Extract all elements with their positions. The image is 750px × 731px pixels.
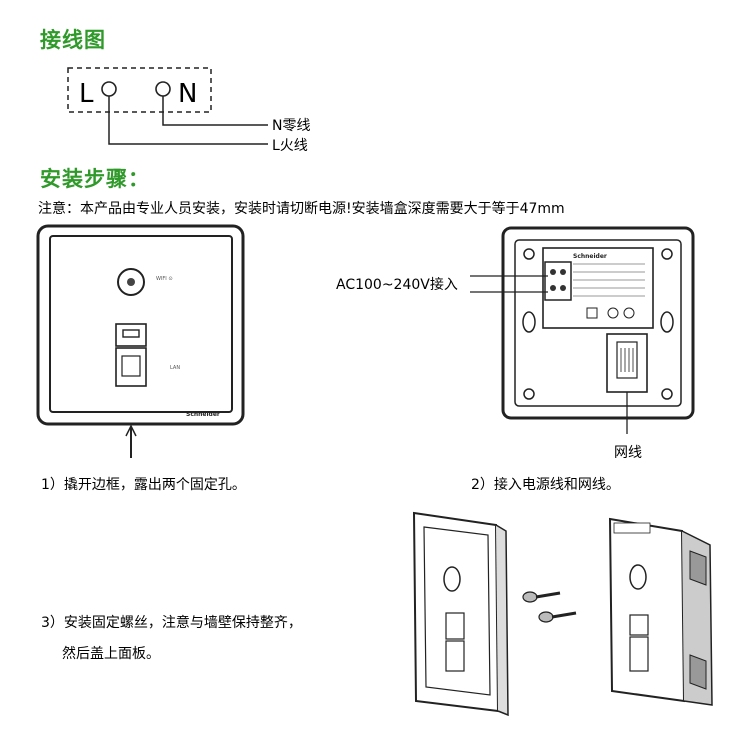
terminal-l-screw <box>101 81 117 97</box>
live-wire <box>108 96 268 145</box>
install-note: 注意：本产品由专业人员安装，安装时请切断电源!安装墙盒深度需要大于等于47mm <box>38 201 565 217</box>
ac-pointer <box>470 275 548 293</box>
indicator-dot <box>127 278 135 286</box>
step3-caption-line2: 然后盖上面板。 <box>62 646 160 662</box>
terminal-box <box>67 67 212 113</box>
wiring-title: 接线图 <box>40 28 106 52</box>
terminal-n-screw <box>155 81 171 97</box>
step2-caption: 2）接入电源线和网线。 <box>471 477 620 493</box>
screwdriver-tip <box>125 424 137 437</box>
terminal-l: L <box>79 79 94 109</box>
neutral-wire <box>162 96 268 126</box>
brand-logo-back: Schneider <box>573 253 607 260</box>
panel-small-text: WIFI ⊙ <box>156 276 173 282</box>
neutral-label: N零线 <box>272 118 310 134</box>
base-unit <box>608 517 686 703</box>
terminal-n: N <box>178 79 197 109</box>
step3-caption-line1: 3）安装固定螺丝，注意与墙壁保持整齐， <box>41 615 302 631</box>
live-label: L火线 <box>272 138 308 154</box>
network-cable-label: 网线 <box>614 445 642 461</box>
usb-slot <box>122 329 140 338</box>
brand-logo-small: Schneider <box>186 411 220 418</box>
lan-port-label: LAN <box>170 365 180 371</box>
power-terminal-block <box>544 261 572 301</box>
step1-panel-illustration: WIFI ⊙ LAN Schneider <box>36 224 245 458</box>
screw-1 <box>522 591 561 603</box>
cover-panel <box>412 511 500 713</box>
install-title: 安装步骤： <box>40 167 150 191</box>
ac-input-label: AC100~240V接入 <box>336 277 458 293</box>
step2-back-illustration: Schneider <box>501 226 695 434</box>
screw-2 <box>538 611 577 623</box>
lan-jack <box>121 355 141 377</box>
step3-illustration <box>412 511 713 717</box>
step1-caption: 1）撬开边框，露出两个固定孔。 <box>41 477 246 493</box>
